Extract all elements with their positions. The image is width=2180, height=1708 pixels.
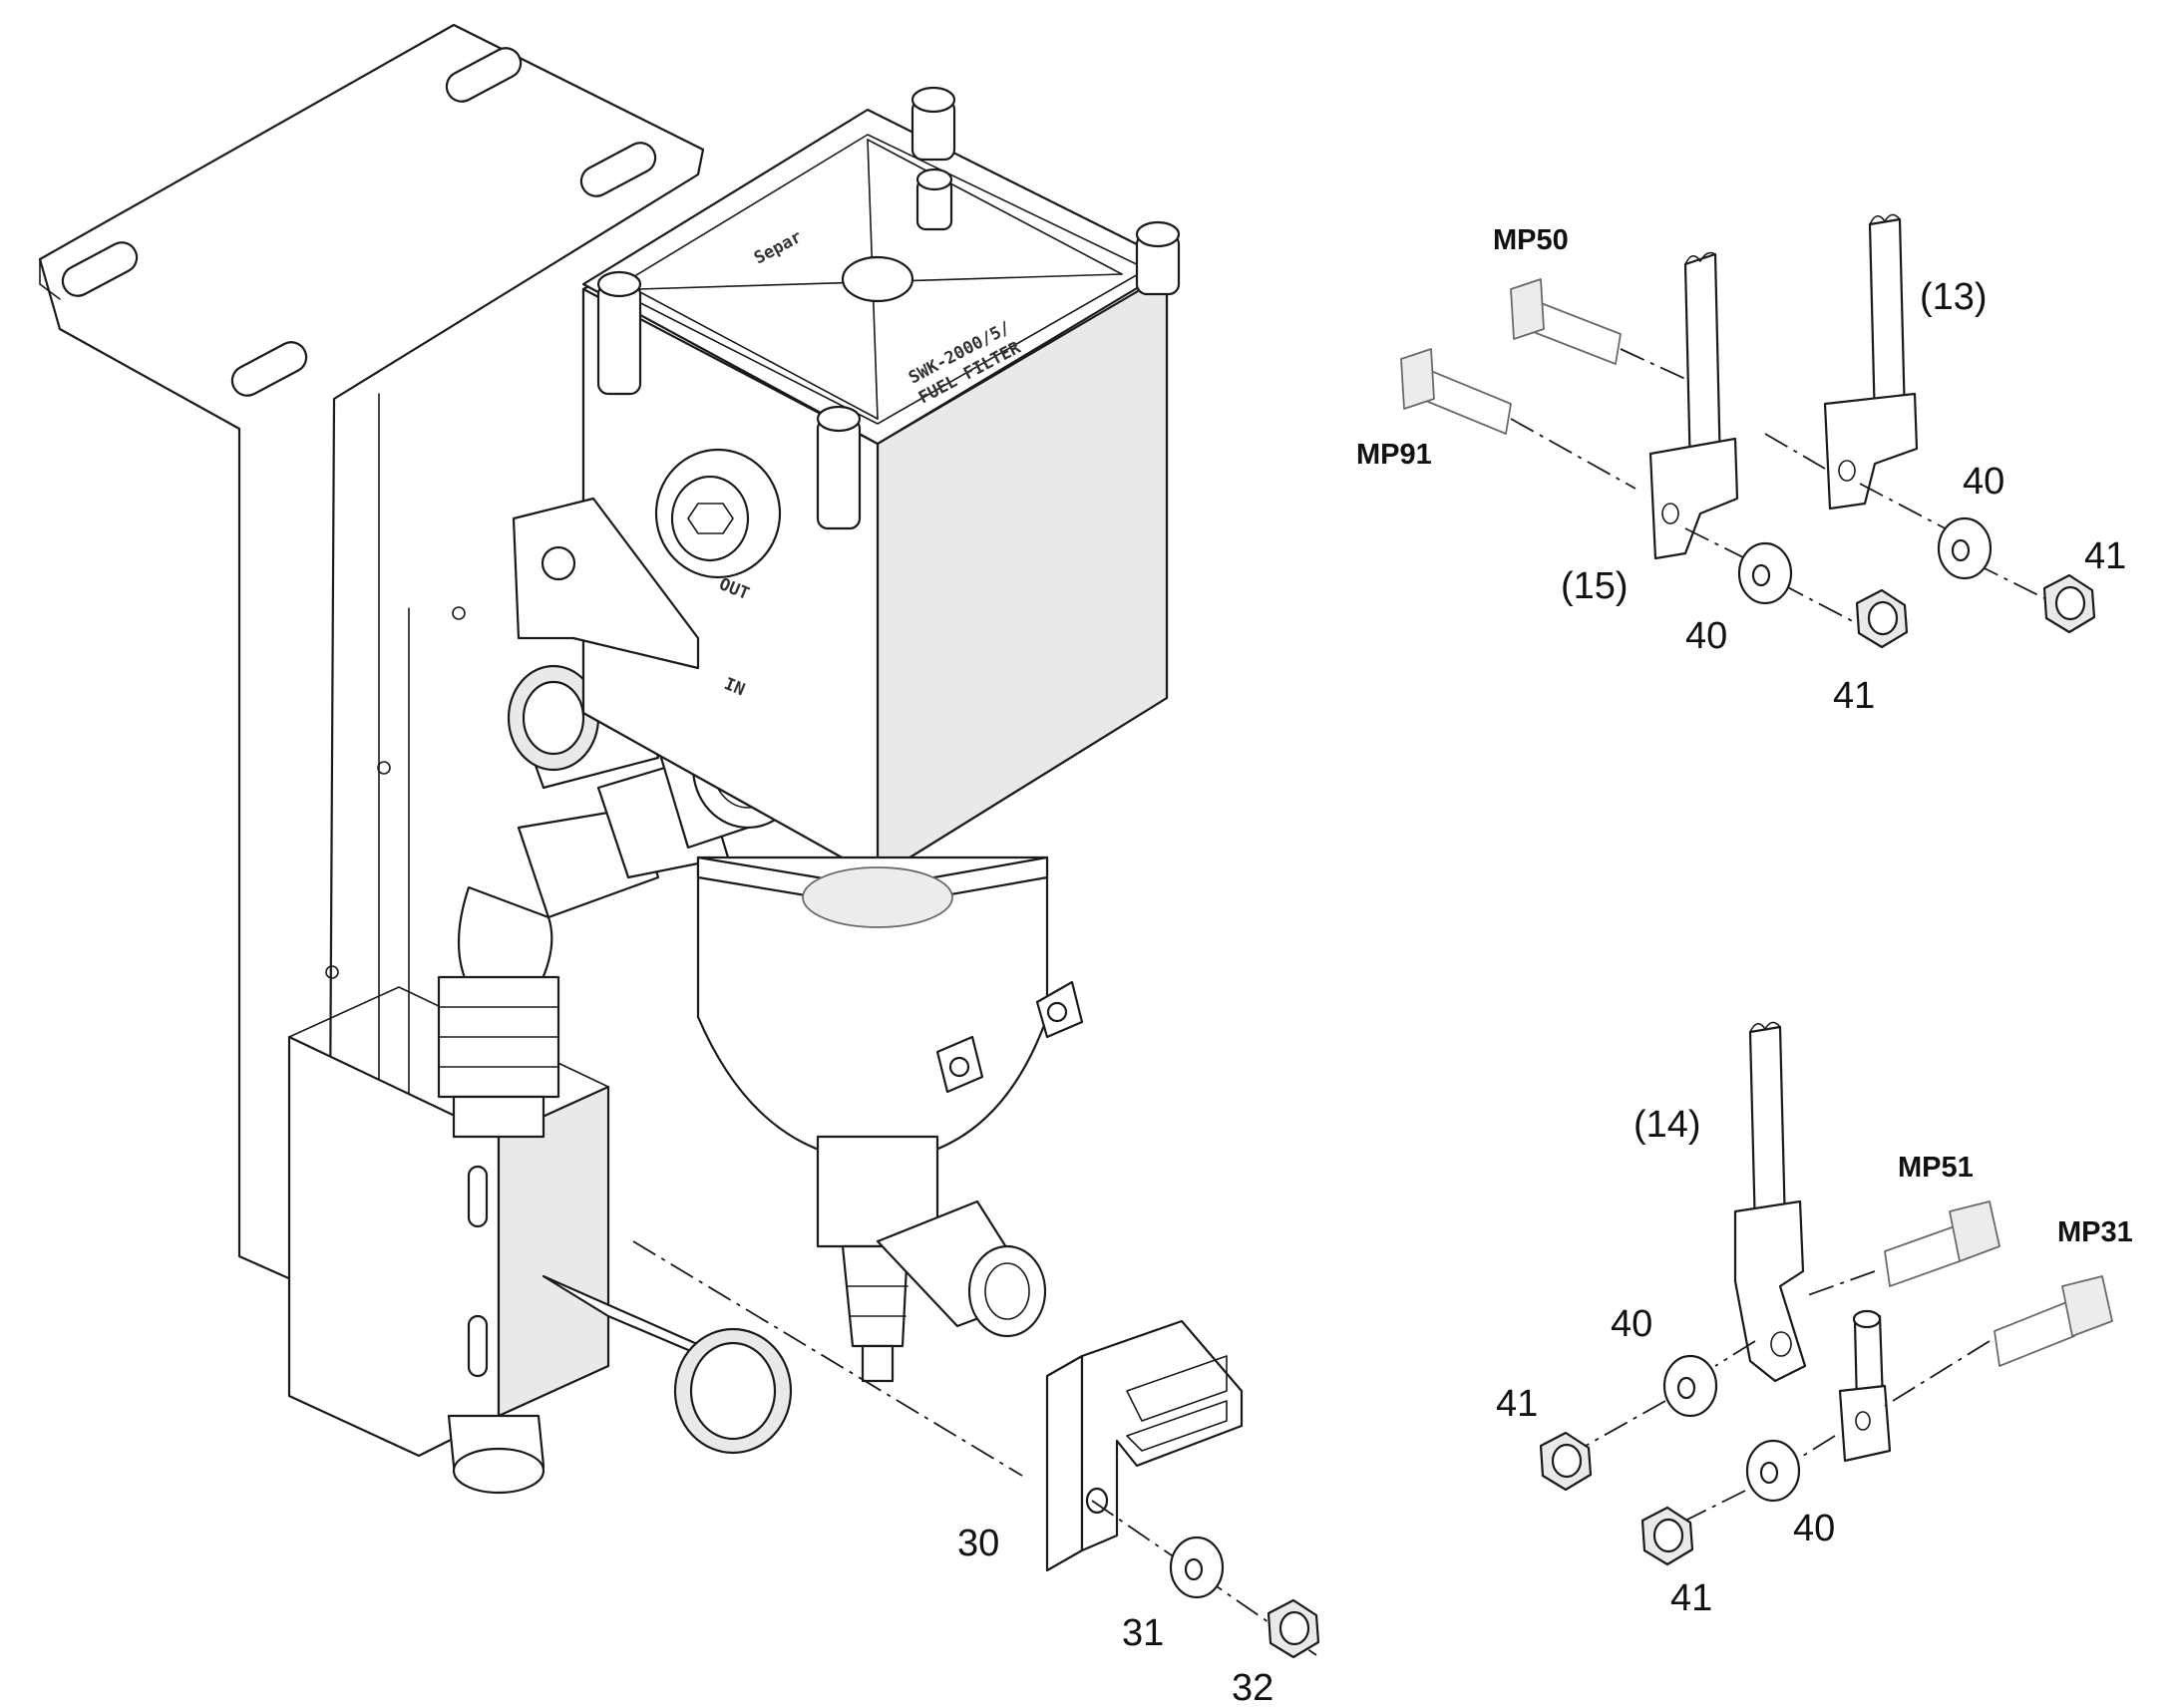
wire-terminal-group-top [1400, 213, 2096, 649]
callout-40-top-left: 40 [1685, 615, 1727, 657]
callout-mp31: MP31 [2057, 1216, 2133, 1248]
washer-40-bottom-right [1745, 1439, 1801, 1503]
bolt-mp50 [1510, 278, 1622, 365]
callout-mp50: MP50 [1493, 224, 1569, 256]
filter-housing: Separ SWK-2000/5/ FUEL FILTER OUT IN [512, 86, 1181, 879]
callout-41-bottom-left: 41 [1496, 1383, 1538, 1425]
nut-41-bottom-right [1640, 1506, 1694, 1566]
callout-41-top-left: 41 [1833, 675, 1875, 717]
wire-terminal-group-bottom [1539, 1021, 2113, 1566]
bolt-mp91 [1400, 348, 1512, 435]
nut-41-top-right [2042, 573, 2096, 634]
nut-41-top-left [1855, 588, 1909, 649]
sensor-box [287, 986, 793, 1495]
clip-bracket-assembly [632, 1240, 1320, 1659]
washer-40-bottom-left [1662, 1354, 1718, 1418]
callout-31: 31 [1122, 1612, 1164, 1654]
callout-40-bottom-left: 40 [1611, 1303, 1652, 1345]
callout-32: 32 [1232, 1667, 1273, 1708]
washer-40-top-right [1937, 516, 1993, 580]
callout-mp51: MP51 [1898, 1152, 1974, 1184]
callout-14: (14) [1634, 1104, 1701, 1146]
nut-41-bottom-left [1539, 1431, 1593, 1492]
bolt-mp31 [1994, 1275, 2113, 1367]
bolt-mp51 [1884, 1200, 2000, 1287]
nut-32 [1267, 1598, 1320, 1659]
callout-13: (13) [1920, 276, 1988, 318]
filter-bowl [696, 855, 1084, 1383]
callout-15: (15) [1561, 565, 1629, 607]
callout-30: 30 [957, 1523, 999, 1564]
callout-41-top-right: 41 [2084, 535, 2126, 577]
callout-40-bottom-right: 40 [1793, 1508, 1835, 1549]
washer-40-top-left [1737, 541, 1793, 605]
callout-labels: 30 31 32 MP50 MP91 (13) (15) 40 41 40 41… [957, 224, 2133, 1708]
callout-41-bottom-right: 41 [1670, 1577, 1712, 1619]
callout-40-top-right: 40 [1963, 461, 2004, 503]
lid-bolts [596, 86, 1181, 530]
washer-31 [1169, 1536, 1225, 1599]
callout-mp91: MP91 [1356, 439, 1432, 471]
mounting-plate [38, 23, 705, 1298]
